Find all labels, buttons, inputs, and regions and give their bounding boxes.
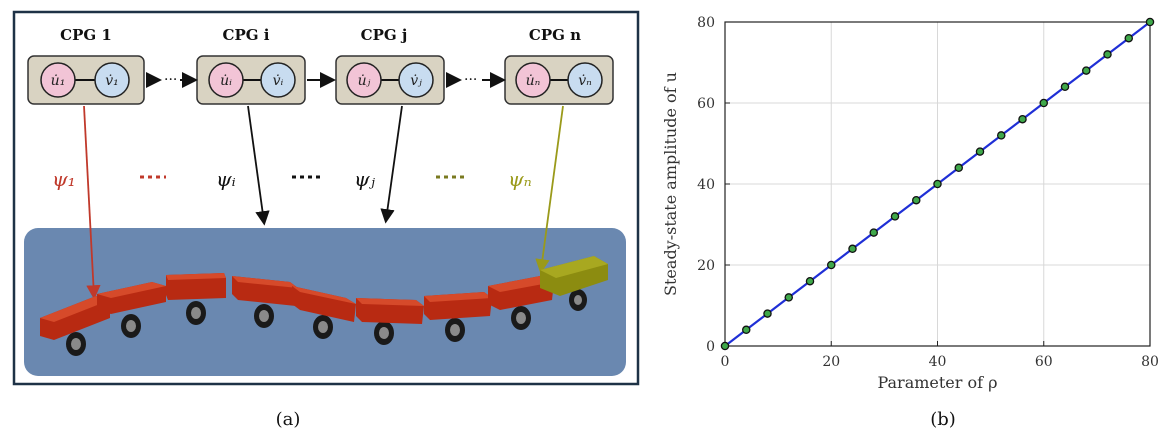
data-point — [1018, 114, 1027, 124]
v-label: v̇ⱼ — [410, 73, 422, 89]
panel-b-caption: (b) — [930, 409, 956, 430]
v-label: v̇ₙ — [578, 73, 592, 89]
data-point — [848, 244, 857, 254]
cpg-node: u̇₁ v̇₁ — [27, 55, 145, 105]
x-tick-label: 20 — [822, 354, 840, 370]
robot-wheels — [66, 289, 587, 356]
data-point — [933, 179, 942, 189]
data-point — [1103, 50, 1112, 59]
psi-label: ψₙ — [508, 167, 532, 191]
x-tick-label: 80 — [1141, 354, 1159, 370]
u-label: u̇ⱼ — [358, 73, 371, 89]
u-label: u̇ₙ — [526, 73, 541, 89]
u-oscillator-circle — [515, 62, 551, 98]
data-point — [742, 325, 751, 335]
x-tick-label: 60 — [1035, 354, 1053, 370]
v-oscillator-circle — [398, 62, 434, 98]
drive-arrow — [247, 105, 270, 226]
data-point — [975, 147, 985, 156]
psi-label: ψᵢ — [216, 167, 236, 191]
data-point — [1145, 17, 1155, 27]
v-oscillator-circle — [567, 62, 603, 98]
data-point — [911, 195, 921, 205]
y-tick-label: 40 — [697, 177, 715, 193]
y-tick-label: 0 — [706, 339, 715, 355]
cpg-node: u̇ᵢ v̇ᵢ — [196, 55, 306, 105]
data-point — [805, 276, 815, 286]
drive-arrow — [535, 105, 564, 274]
data-point — [1060, 82, 1070, 92]
amplitude-chart-svg: 0 20 40 60 80 0 20 40 60 80 Parameter of ρ Steady… — [661, 15, 1159, 430]
x-tick-label: 0 — [721, 354, 730, 370]
panel-a-caption: (a) — [276, 409, 301, 430]
series-layer — [720, 17, 1155, 351]
svg-text:···: ··· — [464, 72, 477, 88]
cpg-node: u̇ⱼ v̇ⱼ — [335, 55, 445, 105]
v-oscillator-circle — [260, 62, 296, 98]
y-tick-label: 60 — [697, 96, 715, 112]
y-tick-label: 80 — [697, 15, 715, 31]
cpg-title: CPG j — [361, 26, 408, 44]
u-oscillator-circle — [346, 62, 382, 98]
cpg-title: CPG n — [529, 26, 581, 44]
panel-a-cpg-diagram: CPG 1 CPG i CPG j CPG n u̇₁ v̇₁ u̇ᵢ v̇ᵢ — [12, 10, 640, 430]
data-point — [954, 163, 963, 173]
u-label: u̇₁ — [51, 73, 66, 89]
data-point — [826, 260, 836, 270]
v-oscillator-circle — [94, 62, 130, 98]
cpg-title: CPG 1 — [60, 26, 112, 44]
u-oscillator-circle — [208, 62, 244, 98]
u-label: u̇ᵢ — [220, 73, 232, 89]
snake-robot — [40, 256, 608, 356]
v-label: v̇ᵢ — [273, 73, 284, 89]
cpg-diagram-svg: CPG 1 CPG i CPG j CPG n u̇₁ v̇₁ u̇ᵢ v̇ᵢ — [12, 10, 640, 430]
data-point — [1081, 66, 1091, 75]
robot-head-segment — [540, 256, 608, 296]
tick-layer: 0 20 40 60 80 0 20 40 60 80 — [697, 15, 1159, 370]
robot-segments — [40, 273, 554, 340]
svg-text:···: ··· — [164, 72, 177, 88]
panel-b-chart: 0 20 40 60 80 0 20 40 60 80 Parameter of ρ Steady… — [650, 0, 1170, 442]
cpg-node: u̇ₙ v̇ₙ — [504, 55, 614, 105]
psi-label: ψⱼ — [354, 167, 376, 191]
u-oscillator-circle — [40, 62, 76, 98]
data-point — [890, 212, 900, 221]
psi-label: ψ₁ — [52, 167, 76, 191]
data-point — [1039, 98, 1048, 108]
drive-arrow — [380, 105, 403, 224]
data-point — [869, 228, 878, 237]
cpg-chain-connectors: ··· ··· — [146, 72, 506, 88]
y-axis-title: Steady-state amplitude of u — [661, 72, 680, 296]
v-label: v̇₁ — [105, 73, 119, 89]
y-tick-label: 20 — [697, 258, 715, 274]
data-point — [720, 341, 730, 351]
x-axis-title: Parameter of ρ — [877, 373, 997, 392]
drive-arrow — [83, 105, 101, 300]
data-point — [763, 309, 772, 318]
x-tick-label: 40 — [929, 354, 947, 370]
data-point — [784, 293, 793, 302]
cpg-title: CPG i — [223, 26, 270, 44]
data-point — [996, 131, 1006, 140]
data-point — [1124, 33, 1133, 43]
